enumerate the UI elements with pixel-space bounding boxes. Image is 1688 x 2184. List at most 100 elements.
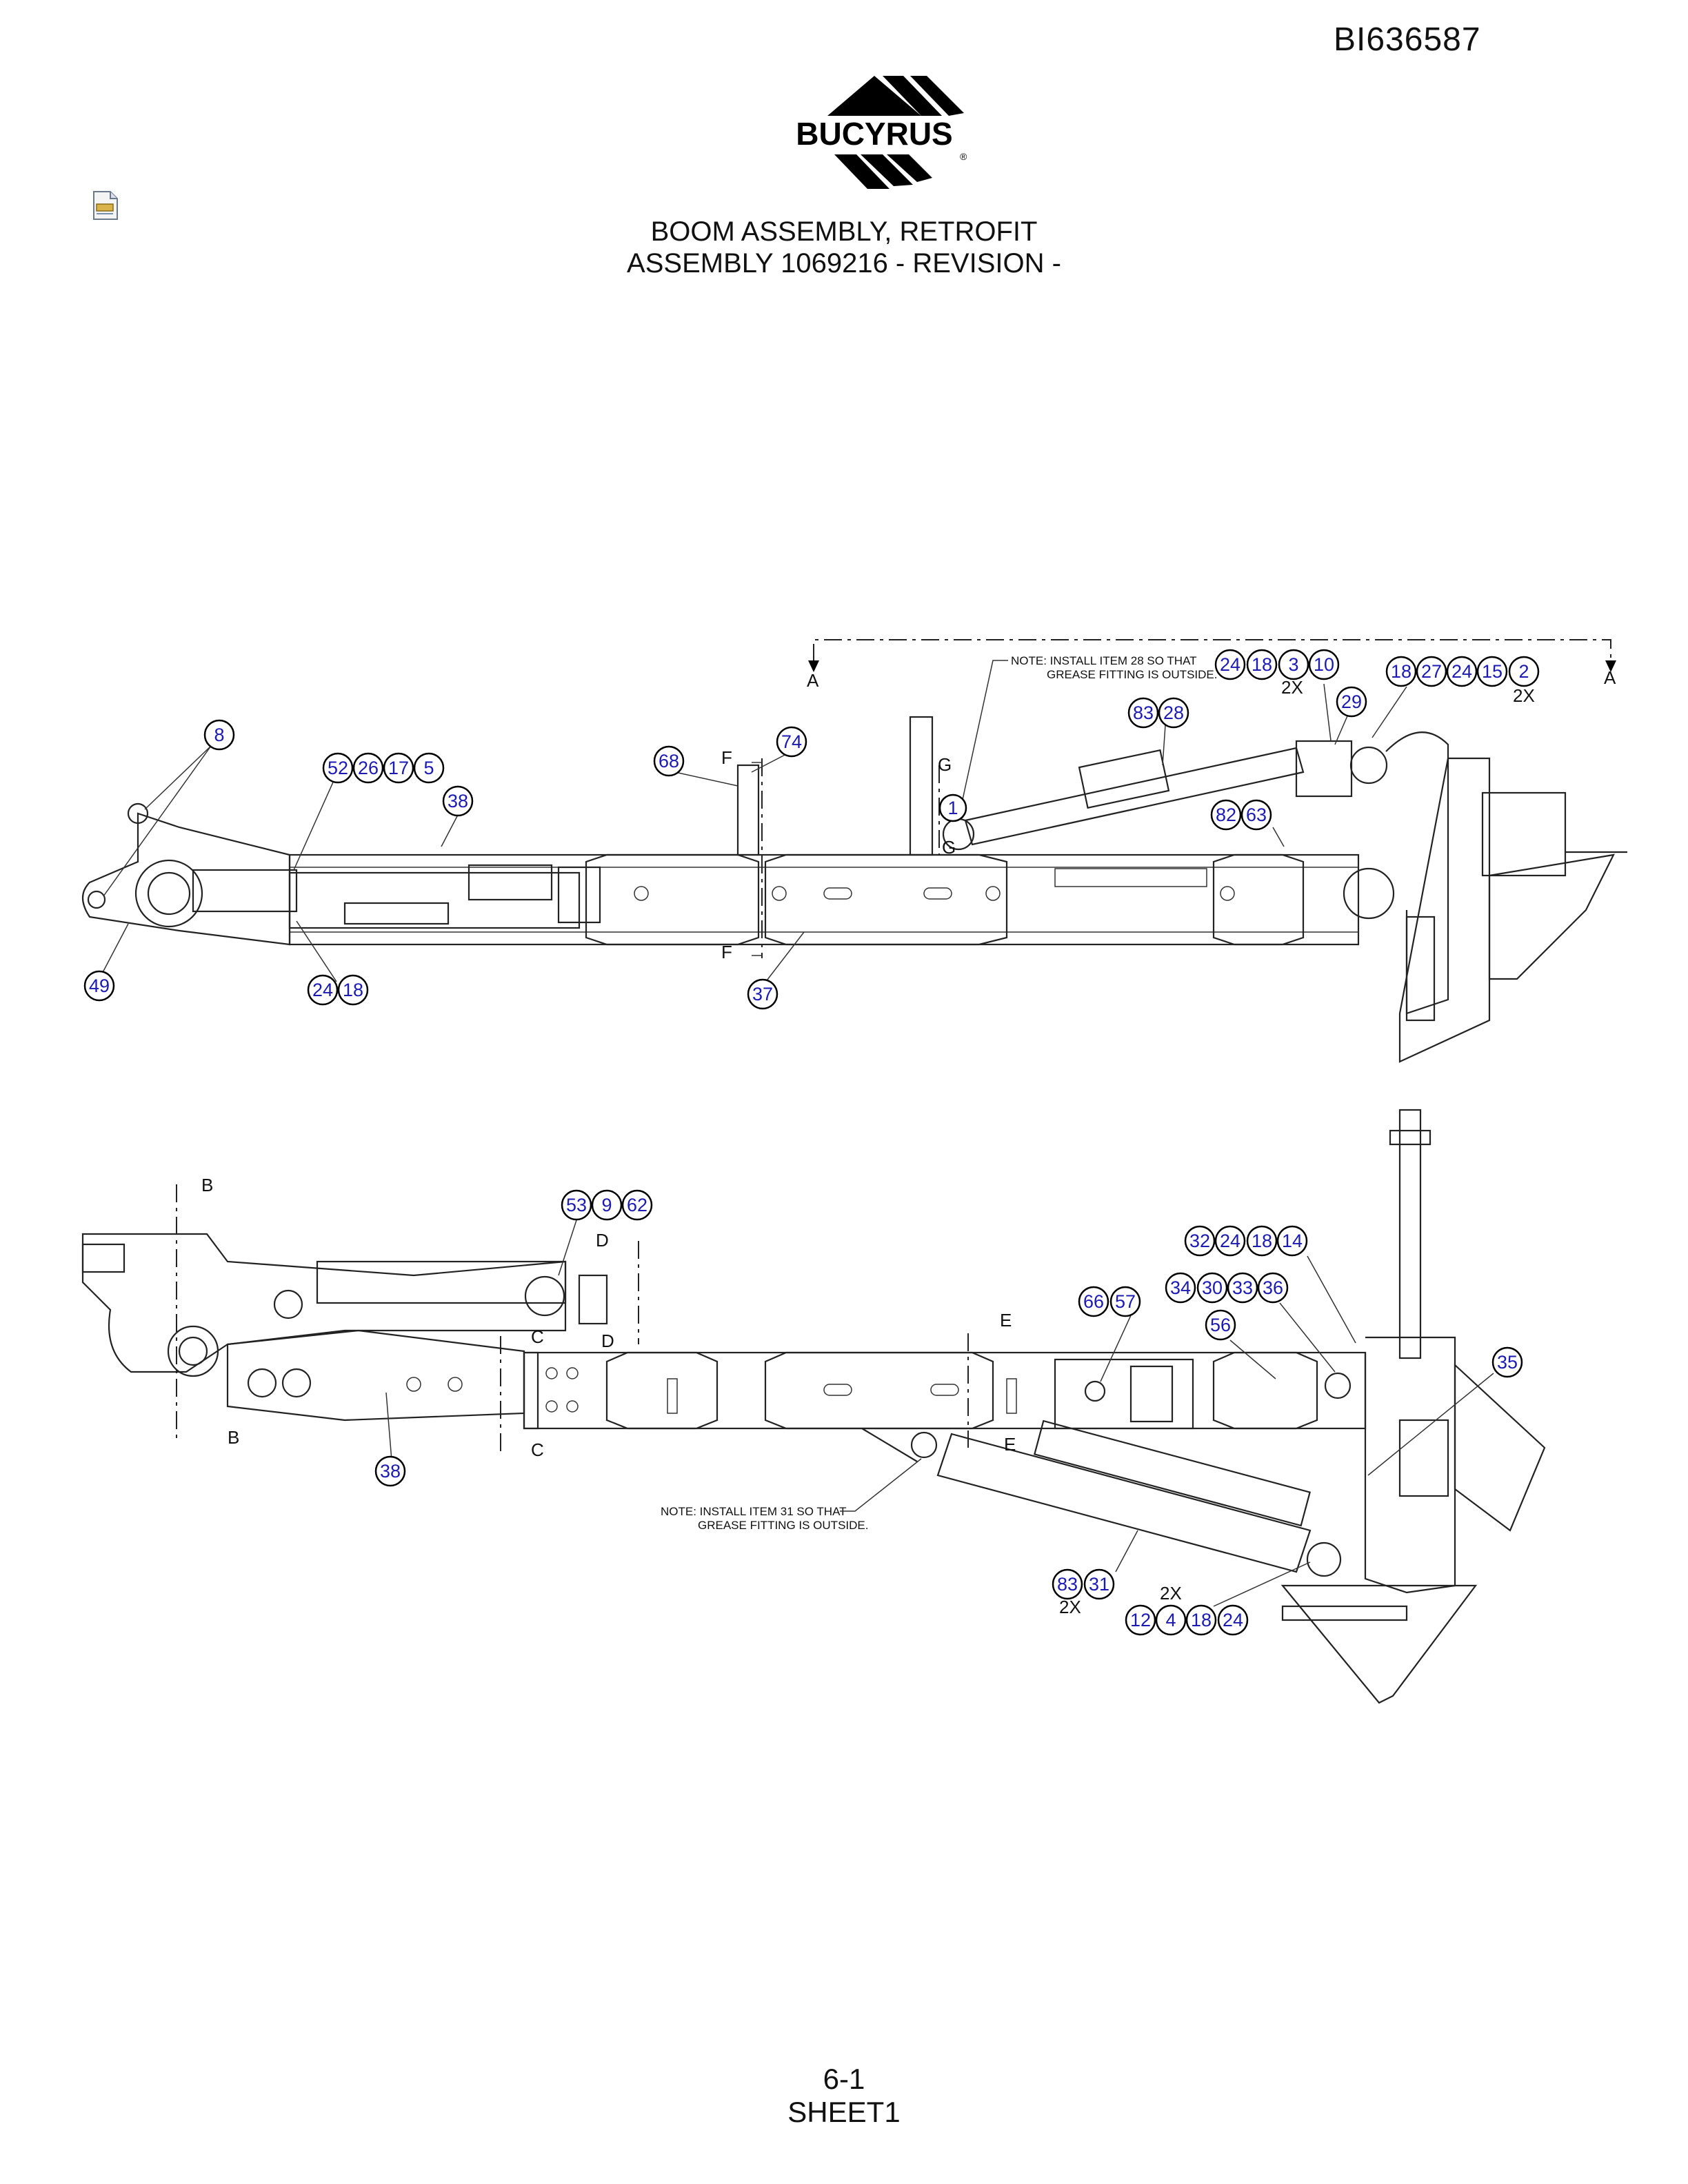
svg-text:8: 8 bbox=[214, 725, 224, 745]
callout-balloon: 24 bbox=[307, 974, 339, 1006]
callout-balloon: 82 bbox=[1210, 799, 1242, 831]
callout-balloon: 62 bbox=[621, 1189, 653, 1221]
svg-text:32: 32 bbox=[1189, 1231, 1210, 1251]
top-note-line1: NOTE: INSTALL ITEM 28 SO THAT bbox=[1011, 654, 1197, 667]
svg-text:24: 24 bbox=[1220, 654, 1240, 675]
section-label-d-top: D bbox=[596, 1230, 609, 1251]
svg-text:62: 62 bbox=[627, 1195, 647, 1215]
callout-balloon: 3 bbox=[1278, 649, 1309, 680]
svg-text:63: 63 bbox=[1246, 805, 1267, 825]
svg-text:18: 18 bbox=[1252, 1231, 1272, 1251]
logo-brand: BUCYRUS bbox=[796, 116, 952, 152]
svg-text:18: 18 bbox=[1191, 1610, 1212, 1630]
callout-balloon: 15 bbox=[1476, 656, 1508, 687]
callout-balloon: 24 bbox=[1217, 1604, 1249, 1636]
side-note-line1: NOTE: INSTALL ITEM 31 SO THAT bbox=[661, 1505, 847, 1518]
section-label-b-bottom: B bbox=[228, 1427, 239, 1448]
svg-text:56: 56 bbox=[1210, 1315, 1231, 1335]
callout-balloon: 30 bbox=[1196, 1272, 1228, 1304]
callout-balloon: 31 bbox=[1083, 1568, 1115, 1600]
sheet-label: SHEET1 bbox=[787, 2096, 901, 2128]
callout-balloon: 5 bbox=[413, 752, 445, 784]
callout-balloon: 83 bbox=[1052, 1568, 1083, 1600]
section-label-f-bottom: F bbox=[721, 942, 732, 962]
svg-text:33: 33 bbox=[1232, 1277, 1253, 1298]
callout-balloon: 18 bbox=[1246, 649, 1278, 680]
svg-text:1: 1 bbox=[947, 798, 958, 818]
svg-text:18: 18 bbox=[1252, 654, 1272, 675]
svg-text:52: 52 bbox=[328, 758, 348, 778]
side-note-line2: GREASE FITTING IS OUTSIDE. bbox=[698, 1519, 868, 1532]
svg-text:27: 27 bbox=[1421, 661, 1442, 682]
top-view-callouts: 8 52 26 17 5 38 68 74 1 83 28 24 18 3 10… bbox=[83, 649, 1540, 1010]
section-label-e-top: E bbox=[1000, 1310, 1012, 1331]
svg-text:57: 57 bbox=[1115, 1291, 1136, 1312]
svg-text:18: 18 bbox=[1391, 661, 1411, 682]
svg-text:83: 83 bbox=[1057, 1574, 1078, 1595]
section-label-a-right: A bbox=[1604, 667, 1616, 688]
callout-balloon: 52 bbox=[322, 752, 354, 784]
svg-text:38: 38 bbox=[448, 791, 468, 811]
svg-text:10: 10 bbox=[1314, 654, 1334, 675]
callout-balloon: 12 bbox=[1125, 1604, 1156, 1636]
drawing-title: BOOM ASSEMBLY, RETROFIT bbox=[650, 216, 1038, 247]
callout-balloon: 32 bbox=[1184, 1225, 1216, 1257]
top-view-leaders bbox=[99, 683, 1407, 987]
svg-text:37: 37 bbox=[752, 984, 773, 1004]
callout-balloon: 14 bbox=[1276, 1225, 1308, 1257]
svg-text:5: 5 bbox=[423, 758, 434, 778]
callout-balloon: 68 bbox=[653, 745, 685, 777]
svg-text:24: 24 bbox=[1223, 1610, 1243, 1630]
svg-text:15: 15 bbox=[1482, 661, 1503, 682]
side-qty-2x-right: 2X bbox=[1160, 1583, 1182, 1604]
svg-text:29: 29 bbox=[1341, 691, 1362, 712]
callout-balloon: 33 bbox=[1227, 1272, 1258, 1304]
svg-text:9: 9 bbox=[601, 1195, 612, 1215]
svg-text:66: 66 bbox=[1083, 1291, 1104, 1312]
svg-text:31: 31 bbox=[1089, 1574, 1109, 1595]
document-attachment-icon[interactable] bbox=[90, 190, 120, 221]
svg-text:82: 82 bbox=[1216, 805, 1236, 825]
callout-balloon: 56 bbox=[1205, 1309, 1236, 1341]
svg-text:4: 4 bbox=[1165, 1610, 1176, 1630]
section-label-c-bottom: C bbox=[531, 1439, 544, 1460]
drawing-subtitle: ASSEMBLY 1069216 - REVISION - bbox=[627, 248, 1061, 279]
svg-text:14: 14 bbox=[1282, 1231, 1303, 1251]
callout-balloon: 29 bbox=[1336, 686, 1367, 718]
side-view-drawing bbox=[81, 1109, 1546, 1704]
side-view-leaders bbox=[385, 1220, 1494, 1607]
svg-text:38: 38 bbox=[380, 1461, 401, 1482]
callout-balloon: 24 bbox=[1446, 656, 1478, 687]
callout-balloon: 63 bbox=[1240, 799, 1272, 831]
callout-balloon: 38 bbox=[442, 785, 474, 817]
top-view-drawing bbox=[81, 639, 1627, 1063]
callout-balloon: 10 bbox=[1308, 649, 1340, 680]
section-label-a-left: A bbox=[807, 670, 819, 691]
svg-text:24: 24 bbox=[1220, 1231, 1240, 1251]
document-id: BI636587 bbox=[1334, 21, 1481, 58]
svg-text:36: 36 bbox=[1263, 1277, 1283, 1298]
callout-balloon: 53 bbox=[561, 1189, 592, 1221]
svg-text:34: 34 bbox=[1170, 1277, 1191, 1298]
section-label-c-top: C bbox=[531, 1326, 544, 1347]
svg-text:12: 12 bbox=[1130, 1610, 1151, 1630]
callout-balloon: 34 bbox=[1165, 1272, 1196, 1304]
top-qty-2x-left: 2X bbox=[1281, 677, 1303, 698]
svg-text:18: 18 bbox=[343, 980, 363, 1000]
callout-balloon: 35 bbox=[1491, 1346, 1523, 1378]
svg-text:49: 49 bbox=[89, 975, 110, 996]
callout-balloon: 18 bbox=[1246, 1225, 1278, 1257]
svg-text:35: 35 bbox=[1497, 1352, 1518, 1373]
callout-balloon: 24 bbox=[1214, 1225, 1246, 1257]
callout-balloon: 38 bbox=[374, 1455, 406, 1487]
callout-balloon: 18 bbox=[1385, 656, 1417, 687]
section-label-f-top: F bbox=[721, 747, 732, 768]
callout-balloon: 36 bbox=[1257, 1272, 1289, 1304]
callout-balloon: 26 bbox=[352, 752, 384, 784]
section-label-b-top: B bbox=[201, 1175, 213, 1195]
callout-balloon: 2 bbox=[1508, 656, 1540, 687]
callout-balloon: 28 bbox=[1158, 697, 1189, 729]
callout-balloon: 1 bbox=[938, 793, 967, 822]
svg-text:17: 17 bbox=[388, 758, 409, 778]
svg-text:83: 83 bbox=[1133, 702, 1154, 723]
